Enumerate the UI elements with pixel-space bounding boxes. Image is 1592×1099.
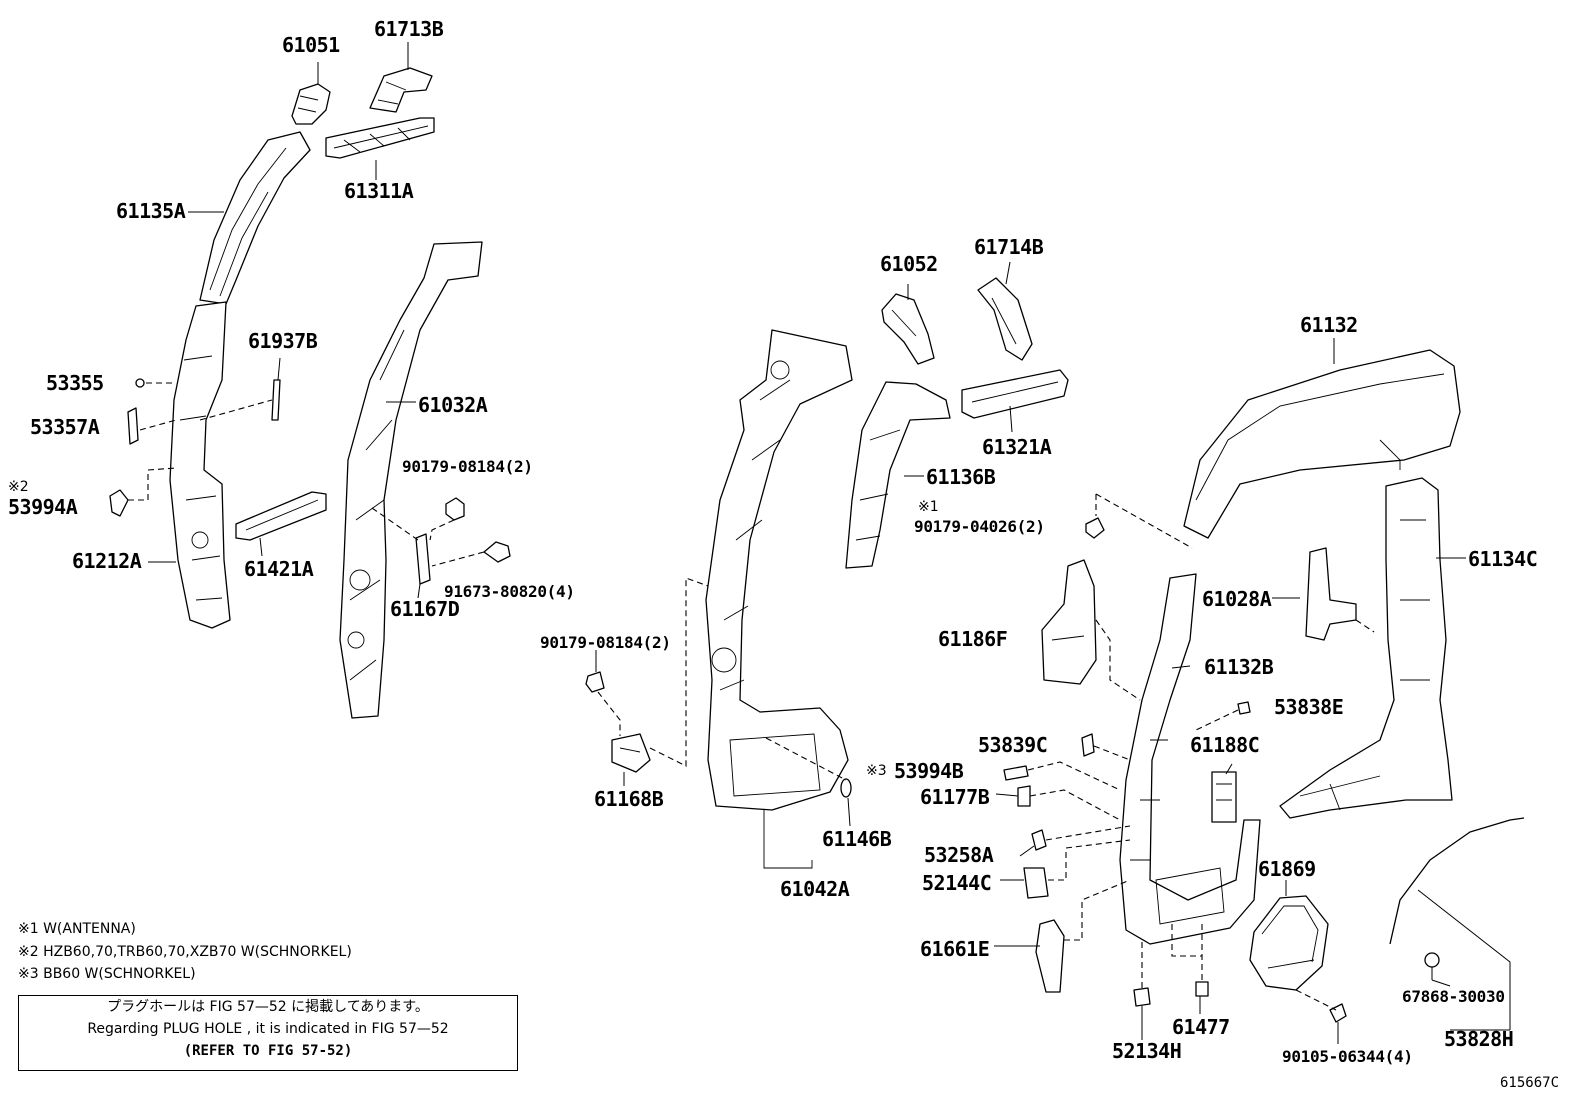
label-61713B: 61713B (374, 17, 444, 41)
part-61321A-drawing (961, 369, 1069, 419)
part-61713B-drawing (369, 67, 433, 113)
notice-line-japanese: プラグホールは FIG 57—52 に掲載してあります。 (107, 999, 429, 1015)
label-61869: 61869 (1258, 857, 1316, 881)
label-61421A: 61421A (244, 557, 314, 581)
part-90105-06344-drawing (1329, 1003, 1347, 1023)
part-53994B-drawing (1003, 765, 1029, 781)
label-61212A: 61212A (72, 549, 142, 573)
part-61032A-drawing (339, 241, 483, 719)
label-61186F: 61186F (938, 627, 1008, 651)
label-53839C: 53839C (978, 733, 1048, 757)
label-61661E: 61661E (920, 937, 990, 961)
part-53258A-drawing (1031, 829, 1047, 851)
label-61167D: 61167D (390, 597, 460, 621)
part-61136B-drawing (845, 381, 951, 569)
label-90179-04026: 90179-04026(2) (914, 517, 1045, 536)
part-53839C-drawing (1081, 733, 1095, 757)
part-52134H-drawing (1133, 987, 1151, 1007)
part-53828H-drawing (1389, 817, 1525, 945)
part-61132B-drawing (1119, 573, 1261, 945)
figure-id: 615667C (1500, 1075, 1560, 1091)
part-61311A-drawing (325, 117, 435, 159)
part-90179-08184-a-drawing (445, 497, 465, 521)
label-61052: 61052 (880, 252, 938, 276)
part-61146B-drawing (840, 778, 852, 798)
part-61937B-drawing (271, 379, 281, 421)
label-61168B: 61168B (594, 787, 664, 811)
label-61132: 61132 (1300, 313, 1358, 337)
part-61134C-drawing (1279, 477, 1453, 819)
part-61167D-drawing (415, 533, 431, 585)
label-61028A: 61028A (1202, 587, 1272, 611)
label-61146B: 61146B (822, 827, 892, 851)
part-61132-drawing (1183, 349, 1461, 539)
part-90179-08184-b-drawing (585, 671, 605, 693)
label-90105-06344: 90105-06344(4) (1282, 1047, 1413, 1066)
label-61177B: 61177B (920, 785, 990, 809)
label-61477: 61477 (1172, 1015, 1230, 1039)
note-schnorkel-bb60: ※3 BB60 W(SCHNORKEL) (18, 966, 196, 982)
label-61311A: 61311A (344, 179, 414, 203)
part-61421A-drawing (235, 491, 327, 541)
label-53258A: 53258A (924, 843, 994, 867)
label-53828H: 53828H (1444, 1027, 1514, 1051)
part-61168B-drawing (611, 733, 651, 773)
label-53994B: 53994B (894, 759, 964, 783)
label-61051: 61051 (282, 33, 340, 57)
part-61052-drawing (881, 293, 935, 365)
part-61477-drawing (1195, 981, 1209, 997)
marker-1: ※1 (918, 499, 939, 515)
label-61188C: 61188C (1190, 733, 1260, 757)
label-61032A: 61032A (418, 393, 488, 417)
part-67868-30030-drawing (1424, 952, 1440, 968)
part-52144C-drawing (1023, 867, 1049, 899)
label-53994A: 53994A (8, 495, 78, 519)
label-53355: 53355 (46, 371, 104, 395)
label-53838E: 53838E (1274, 695, 1344, 719)
part-61661E-drawing (1035, 919, 1065, 993)
plug-hole-notice: プラグホールは FIG 57—52 に掲載してあります。 Regarding P… (18, 995, 518, 1071)
part-53355-drawing (135, 378, 145, 388)
part-53838E-drawing (1237, 701, 1251, 715)
label-61321A: 61321A (982, 435, 1052, 459)
part-61212A-drawing (169, 301, 231, 629)
note-schnorkel-hzb: ※2 HZB60,70,TRB60,70,XZB70 W(SCHNORKEL) (18, 944, 352, 960)
part-61188C-drawing (1211, 771, 1237, 823)
label-67868-30030: 67868-30030 (1402, 987, 1505, 1006)
label-90179-08184-b: 90179-08184(2) (540, 633, 671, 652)
note-antenna: ※1 W(ANTENNA) (18, 921, 136, 937)
part-53357A-drawing (127, 407, 139, 445)
label-61132B: 61132B (1204, 655, 1274, 679)
label-61135A: 61135A (116, 199, 186, 223)
label-52144C: 52144C (922, 871, 992, 895)
label-53357A: 53357A (30, 415, 100, 439)
part-61714B-drawing (977, 277, 1033, 361)
label-61937B: 61937B (248, 329, 318, 353)
part-61869-drawing (1249, 895, 1329, 991)
part-61186F-drawing (1041, 559, 1097, 685)
marker-3: ※3 (866, 763, 887, 779)
label-61134C: 61134C (1468, 547, 1538, 571)
label-61136B: 61136B (926, 465, 996, 489)
part-91673-80820-drawing (483, 541, 511, 563)
part-90179-04026-drawing (1085, 517, 1105, 539)
label-52134H: 52134H (1112, 1039, 1182, 1063)
notice-line-english: Regarding PLUG HOLE , it is indicated in… (87, 1021, 449, 1037)
label-61714B: 61714B (974, 235, 1044, 259)
label-91673-80820: 91673-80820(4) (444, 582, 575, 601)
notice-line-reference: (REFER TO FIG 57-52) (183, 1043, 353, 1059)
label-61042A: 61042A (780, 877, 850, 901)
marker-2: ※2 (8, 479, 29, 495)
label-90179-08184-a: 90179-08184(2) (402, 457, 533, 476)
part-61135A-drawing (199, 131, 311, 305)
part-61177B-drawing (1017, 785, 1031, 807)
part-61028A-drawing (1305, 547, 1357, 641)
part-61042A-drawing (705, 329, 853, 811)
part-53994A-drawing (109, 489, 129, 517)
part-61051-drawing (291, 83, 331, 125)
